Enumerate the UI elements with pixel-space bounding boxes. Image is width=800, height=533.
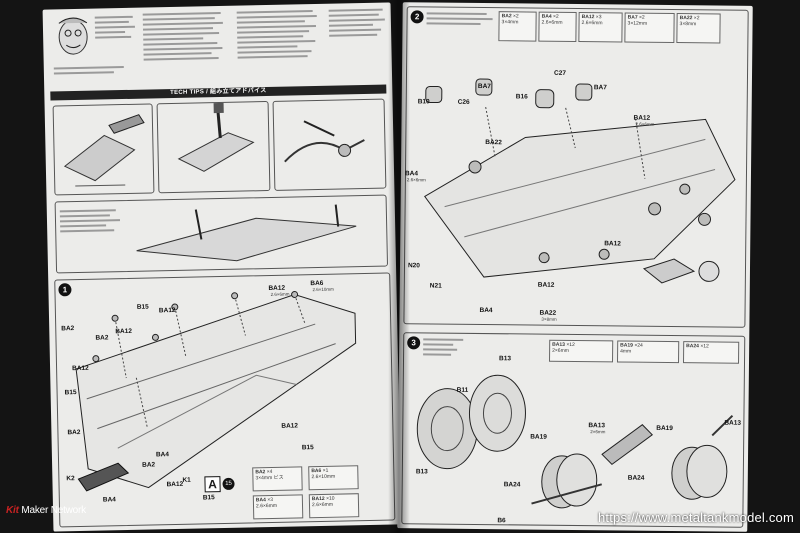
metaltankmodel-watermark: https://www.metaltankmodel.com (597, 510, 794, 525)
step3-label-ba24-a: BA24 (503, 481, 521, 489)
left-manual-page: TECH TIPS / 組み立てアドバイス (42, 2, 402, 532)
kitmaker-watermark: Kit Maker Network (6, 505, 86, 516)
part-ref-ba6-desc: 2.6×10mm (311, 473, 336, 481)
step3-label-b6: B6 (497, 517, 506, 525)
step1-label-ba12-f: BA12 (166, 480, 184, 489)
part-ref-ba2: BA2 ×4 3×4mm ビス (252, 466, 303, 492)
step1-label-b15-b: B15 (64, 389, 77, 397)
step2-label-ba12-b: BA12 (537, 281, 555, 289)
step2-label-ba4-b: BA4 (479, 307, 493, 315)
step2-dim-ba4-a: 2.6×6mm (406, 177, 426, 183)
step1-label-ba2-c: BA2 (67, 429, 81, 437)
step1-dim-ba6: 2.6×10mm (312, 286, 334, 293)
part-ref-ba6: BA6 ×1 2.6×10mm (308, 465, 359, 491)
step2-label-n21: N21 (429, 282, 442, 290)
mascot-caption (94, 15, 136, 42)
intro-text-block-2 (236, 10, 318, 62)
step1-label-ba4-a: BA4 (155, 451, 170, 459)
step-3-wheels-drawing (416, 374, 734, 509)
step1-label-ba12-d: BA12 (72, 364, 89, 373)
step2-label-c26: C26 (457, 98, 470, 106)
step2-label-ba7-a: BA7 (477, 82, 491, 91)
step1-label-ba12-b: BA12 (158, 306, 176, 315)
tip-strip-illustration (136, 204, 357, 262)
watermark-brand: Kit (6, 505, 19, 516)
step3-label-ba19-b: BA19 (656, 424, 673, 433)
part-ref-ba4-desc: 2.6×6mm (255, 502, 278, 510)
step3-label-ba13-b: BA13 (724, 419, 742, 427)
step1-label-k1: K1 (182, 476, 191, 484)
step2-label-c27: C27 (553, 69, 567, 77)
step1-label-ba2-b: BA2 (95, 334, 109, 342)
step3-label-b13-a: B13 (498, 355, 512, 363)
step1-label-b15-a: B15 (136, 303, 149, 311)
intro-text-block-3 (328, 8, 386, 40)
step2-dim-ba12-a: 2.6×6mm (635, 121, 655, 127)
step3-dim-ba13: 2×6mm (590, 429, 606, 435)
step1-label-ba2-a: BA2 (61, 325, 75, 333)
step3-label-ba19-a: BA19 (530, 433, 547, 441)
intro-text-row (53, 61, 374, 78)
part-ref-ba4: BA4 ×3 2.6×6mm (252, 494, 304, 520)
step3-label-b11: B11 (456, 386, 469, 394)
tip-strip-text (59, 209, 121, 235)
step2-label-n20: N20 (407, 262, 420, 270)
step1-label-b15-d: B15 (202, 494, 215, 502)
step2-dim-ba22-b: 3×8mm (541, 316, 557, 322)
tip-screwing-box (156, 100, 271, 194)
step-2-hull-drawing (423, 78, 736, 284)
tip-hand-illustration (284, 120, 365, 163)
step3-label-ba24-b: BA24 (627, 474, 645, 482)
part-ref-ba2-desc: 3×4mm ビス (255, 474, 284, 482)
sheet-marker-a: A (204, 476, 221, 493)
watermark-rest: Maker Network (21, 505, 86, 516)
tip-strip-box (54, 194, 389, 274)
right-manual-page: 2 BA2 ×2 3×4mm BA4 ×2 2.6×6mm BA12 ×3 2.… (397, 2, 753, 532)
step1-label-ba12-e: BA12 (281, 422, 299, 430)
step2-label-ba22-a: BA22 (485, 139, 502, 147)
step1-dim-ba12-a: 2.6×6mm (270, 291, 290, 297)
step-1-hull-drawing (75, 290, 357, 492)
step1-label-ba4-b: BA4 (102, 496, 116, 504)
step2-label-ba12-c: BA12 (604, 240, 621, 248)
mascot-illustration (58, 17, 88, 55)
step2-label-b10: B10 (417, 98, 430, 106)
tip-cutting-parts-box (52, 103, 155, 196)
step3-label-b13-b: B13 (415, 468, 428, 476)
step1-label-ba12-c: BA12 (115, 327, 133, 336)
tip-screwdriver-illustration (177, 102, 255, 172)
step2-label-b16: B16 (515, 93, 528, 101)
step1-label-k2: K2 (66, 475, 75, 483)
part-ref-ba12-desc: 2.6×6mm (311, 501, 334, 509)
tip-thread-lock-box (272, 98, 387, 191)
step2-label-ba7-b: BA7 (593, 84, 607, 92)
tech-tips-banner: TECH TIPS / 組み立てアドバイス (50, 84, 387, 101)
intro-text-block-1 (142, 11, 224, 64)
step1-label-ba2-d: BA2 (142, 461, 156, 469)
tip-cutting-illustration (63, 114, 145, 187)
part-ref-ba12: BA12 ×10 2.6×6mm (308, 493, 360, 519)
step1-label-b15-c: B15 (301, 444, 314, 452)
